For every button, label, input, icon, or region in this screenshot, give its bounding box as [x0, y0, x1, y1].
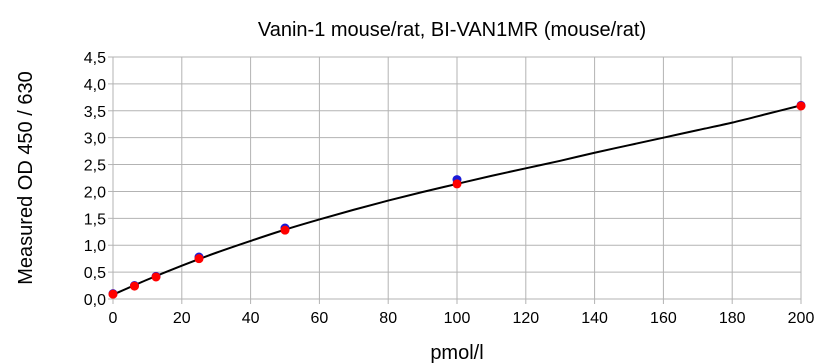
x-tick-label: 100 — [444, 310, 471, 327]
y-tick-label: 4,0 — [84, 77, 106, 94]
x-tick-label: 40 — [242, 310, 260, 327]
x-tick-label: 80 — [379, 310, 397, 327]
x-tick-label: 140 — [581, 310, 608, 327]
x-tick-labels: 0 20 40 60 80 100 120 140 160 180 200 — [109, 310, 815, 327]
data-point — [194, 254, 204, 264]
x-tick-label: 180 — [719, 310, 746, 327]
data-points — [108, 100, 806, 299]
x-tick-label: 160 — [650, 310, 677, 327]
data-point — [108, 289, 118, 299]
y-tick-label: 2,5 — [84, 158, 106, 175]
data-point — [452, 179, 462, 189]
data-point — [280, 225, 290, 235]
x-axis-label: pmol/l — [430, 342, 483, 363]
y-tick-label: 3,5 — [84, 104, 106, 121]
series-2-points — [108, 101, 806, 299]
y-tick-label: 0,5 — [84, 265, 106, 282]
y-tick-label: 4,5 — [84, 50, 106, 67]
y-tick-label: 2,0 — [84, 184, 106, 201]
data-point — [130, 281, 139, 291]
data-point — [796, 101, 806, 111]
chart-title: Vanin-1 mouse/rat, BI-VAN1MR (mouse/rat) — [258, 19, 646, 41]
x-tick-label: 0 — [109, 310, 118, 327]
y-axis-label: Measured OD 450 / 630 — [15, 71, 37, 284]
y-tick-label: 1,5 — [84, 211, 106, 228]
x-tick-label: 200 — [788, 310, 815, 327]
y-tick-label: 3,0 — [84, 131, 106, 148]
x-tick-label: 120 — [512, 310, 539, 327]
y-tick-label: 0,0 — [84, 292, 106, 309]
y-tick-label: 1,0 — [84, 238, 106, 255]
x-tick-label: 20 — [173, 310, 191, 327]
x-tick-label: 60 — [311, 310, 329, 327]
data-point — [151, 272, 161, 282]
y-tick-labels: 0,0 0,5 1,0 1,5 2,0 2,5 3,0 3,5 4,0 4,5 — [84, 50, 106, 309]
ticks-layer — [108, 56, 802, 304]
